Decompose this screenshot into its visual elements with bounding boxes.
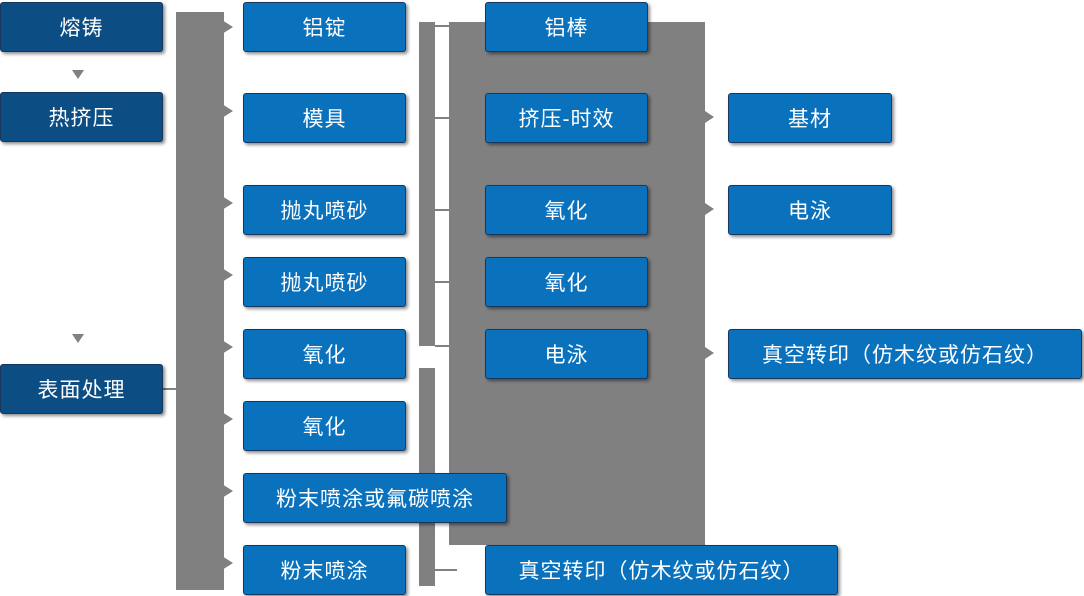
input-box-powder-fluoro[interactable]: 粉末喷涂或氟碳喷涂: [243, 473, 507, 523]
input-box-ingot[interactable]: 铝锭: [243, 2, 406, 52]
process-label-3: 氧化: [544, 272, 589, 295]
tick-middle-4: [435, 345, 457, 347]
tick-middle-2: [435, 209, 457, 211]
process-box-electro[interactable]: 电泳: [485, 329, 648, 379]
tick-middle-3: [435, 281, 457, 283]
output-box-vacuum[interactable]: 真空转印（仿木纹或仿石纹）: [728, 329, 1082, 379]
process-label-5: 真空转印（仿木纹或仿石纹）: [518, 560, 805, 583]
stage-box-extrude[interactable]: 热挤压: [0, 92, 163, 142]
input-label-0: 铝锭: [302, 17, 347, 40]
stage-box-surface[interactable]: 表面处理: [0, 364, 163, 414]
process-box-oxidation-1[interactable]: 氧化: [485, 185, 648, 235]
tick-middle-0: [435, 25, 457, 27]
stage-label-melting: 熔铸: [59, 17, 104, 40]
input-label-1: 模具: [302, 108, 347, 131]
process-box-extrude-age[interactable]: 挤压-时效: [485, 93, 648, 143]
process-label-4: 电泳: [544, 344, 589, 367]
input-label-3: 抛丸喷砂: [280, 272, 369, 295]
stage-label-surface: 表面处理: [37, 379, 126, 402]
arrow-to-input-6: [222, 484, 233, 498]
input-box-powder[interactable]: 粉末喷涂: [243, 545, 406, 595]
stage-box-melting[interactable]: 熔铸: [0, 2, 163, 52]
output-box-electro[interactable]: 电泳: [728, 185, 892, 235]
output-label-2: 真空转印（仿木纹或仿石纹）: [762, 344, 1048, 367]
connector-middle-rail-upper: [419, 22, 435, 346]
arrow-to-input-1: [222, 104, 233, 118]
arrow-to-input-7: [222, 556, 233, 570]
input-box-mold[interactable]: 模具: [243, 93, 406, 143]
input-label-7: 粉末喷涂: [280, 560, 369, 583]
process-label-1: 挤压-时效: [518, 108, 615, 131]
arrow-to-input-5: [222, 412, 233, 426]
stage-label-extrude: 热挤压: [48, 107, 115, 130]
arrow-to-output-1: [705, 203, 714, 215]
connector-left-fan-body: [176, 12, 224, 590]
output-box-substrate[interactable]: 基材: [728, 93, 892, 143]
input-box-oxidation-1[interactable]: 氧化: [243, 329, 406, 379]
input-label-2: 抛丸喷砂: [280, 200, 369, 223]
process-label-0: 铝棒: [544, 17, 589, 40]
arrow-to-input-0: [222, 20, 233, 34]
tick-middle-1: [435, 117, 457, 119]
connector-output-rail: [699, 100, 705, 360]
connector-surface-stub: [163, 388, 183, 390]
arrow-melting-to-extrude: [72, 70, 84, 79]
input-label-6: 粉末喷涂或氟碳喷涂: [276, 488, 474, 511]
output-label-0: 基材: [788, 108, 832, 131]
process-box-oxidation-2[interactable]: 氧化: [485, 257, 648, 307]
input-label-5: 氧化: [302, 416, 347, 439]
process-label-2: 氧化: [544, 200, 589, 223]
arrow-to-input-2: [222, 196, 233, 210]
arrow-to-output-0: [705, 111, 714, 123]
output-label-1: 电泳: [788, 200, 832, 223]
input-box-shotblast-2[interactable]: 抛丸喷砂: [243, 257, 406, 307]
arrow-to-input-4: [222, 340, 233, 354]
input-box-shotblast-1[interactable]: 抛丸喷砂: [243, 185, 406, 235]
process-box-vacuum[interactable]: 真空转印（仿木纹或仿石纹）: [485, 545, 838, 595]
input-box-oxidation-2[interactable]: 氧化: [243, 401, 406, 451]
tick-middle-5: [435, 569, 457, 571]
process-box-albar[interactable]: 铝棒: [485, 2, 648, 52]
input-label-4: 氧化: [302, 344, 347, 367]
arrow-extrude-to-surface: [72, 334, 84, 343]
arrow-to-output-2: [705, 347, 714, 359]
arrow-to-input-3: [222, 268, 233, 282]
